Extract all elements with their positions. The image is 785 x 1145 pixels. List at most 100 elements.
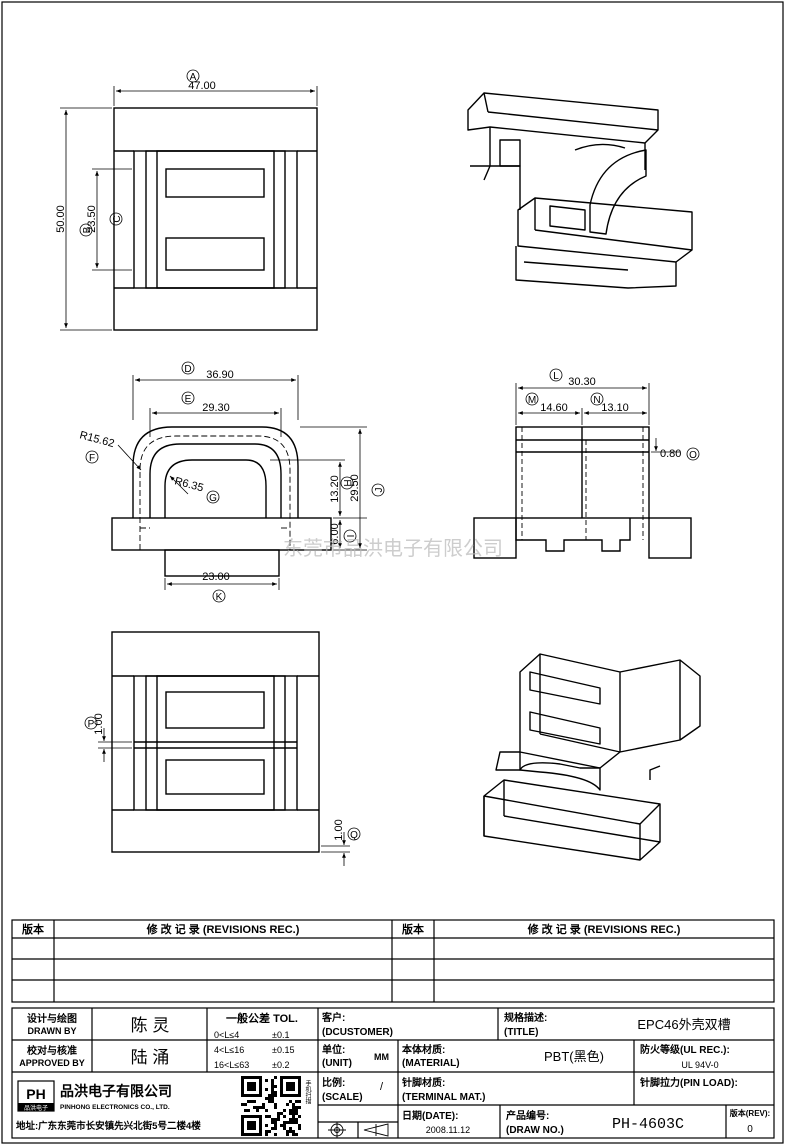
date-value: 2008.11.12 <box>426 1125 470 1135</box>
fire-rating-value: UL 94V-0 <box>681 1060 718 1070</box>
rev-ver-header-right: 版本 <box>402 922 424 936</box>
scale-value: / <box>380 1081 384 1093</box>
approved-label-en: APPROVED BY <box>19 1058 85 1068</box>
dim-c: 23.50 <box>86 205 98 233</box>
qr-caption: 手机扫描 <box>304 1079 311 1105</box>
dim-f: R15.62 <box>78 429 115 450</box>
front-view-dim-text: D 36.90 E 29.30 R15.62 F R6.35 G 13.20 H… <box>78 361 385 603</box>
bottom-view-dim-text: P 1.00 1.00 Q <box>84 713 361 841</box>
dim-tag-p: P <box>88 719 95 730</box>
product-title: EPC46外壳双槽 <box>637 1017 730 1032</box>
spec-label-en: (TITLE) <box>504 1027 538 1038</box>
customer-label-en: (DCUSTOMER) <box>322 1027 393 1038</box>
rev-rec-header-right: 修 改 记 录 (REVISIONS REC.) <box>527 922 681 936</box>
fire-rating-label: 防火等级(UL REC.): <box>640 1043 730 1056</box>
spec-label-cn: 规格描述: <box>504 1011 547 1024</box>
dim-tag-k: K <box>216 592 223 603</box>
side-view <box>473 426 692 559</box>
material-value: PBT(黑色) <box>544 1049 604 1064</box>
dim-i: 6.00 <box>329 523 341 544</box>
dim-tag-l: L <box>553 371 559 382</box>
company-logo-text: PH <box>26 1086 45 1102</box>
scale-label-cn: 比例: <box>322 1076 345 1089</box>
front-view-hidden <box>139 435 291 550</box>
qr-code-icon <box>241 1076 301 1136</box>
scale-label-en: (SCALE) <box>322 1092 363 1103</box>
tol-range-3: 16<L≤63 <box>214 1060 249 1070</box>
dim-o: 0.80 <box>660 448 681 460</box>
front-view-dims <box>117 375 367 590</box>
iso-view-bottom <box>483 653 701 861</box>
dim-tag-f: F <box>89 453 95 464</box>
dim-n: 13.10 <box>601 402 629 414</box>
company-logo-sub: 品洪电子 <box>24 1104 48 1112</box>
dim-e: 29.30 <box>202 402 230 414</box>
dim-q: 1.00 <box>333 819 345 840</box>
dim-l: 30.30 <box>568 376 596 388</box>
approved-by-name: 陆 涌 <box>131 1048 170 1067</box>
revision-label: 版本(REV): <box>729 1108 770 1118</box>
drawn-by-label-en: DRAWN BY <box>28 1026 77 1036</box>
dim-j: 29.50 <box>349 474 361 502</box>
tol-value-3: ±0.2 <box>272 1060 289 1070</box>
rev-ver-header-left: 版本 <box>22 922 44 936</box>
revisions-table-headers: 版本 修 改 记 录 (REVISIONS REC.) 版本 修 改 记 录 (… <box>22 922 681 936</box>
drawn-by-name: 陈 灵 <box>131 1016 170 1035</box>
dim-d: 36.90 <box>206 369 234 381</box>
dim-tag-a: A <box>190 72 197 83</box>
dim-tag-e: E <box>185 394 192 405</box>
dim-a: 47.00 <box>188 80 216 92</box>
side-view-dim-text: L 30.30 M 14.60 N 13.10 0.80 O <box>525 368 700 461</box>
bottom-view <box>111 631 320 853</box>
customer-label-cn: 客户: <box>321 1011 345 1024</box>
dim-tag-b: B <box>82 226 93 233</box>
top-view <box>113 107 318 331</box>
material-label-en: (MATERIAL) <box>402 1058 460 1069</box>
dim-p: 1.00 <box>93 713 105 734</box>
terminal-label-cn: 针脚材质: <box>402 1076 445 1089</box>
side-view-dims <box>515 383 680 453</box>
tolerance-title: 一般公差 TOL. <box>226 1011 298 1025</box>
tol-value-2: ±0.15 <box>272 1045 294 1055</box>
dim-tag-m: M <box>528 395 536 406</box>
front-view <box>111 426 332 577</box>
dim-h: 13.20 <box>329 475 341 503</box>
tol-range-2: 4<L≤16 <box>214 1045 244 1055</box>
title-block-text: 设计与绘图 DRAWN BY 陈 灵 校对与核准 APPROVED BY 陆 涌… <box>19 1011 770 1136</box>
company-address: 地址:广东东莞市长安镇先兴北街5号二楼4楼 <box>16 1120 201 1132</box>
dim-tag-c: C <box>112 215 123 222</box>
dim-tag-d: D <box>184 364 191 375</box>
dim-tag-o: O <box>689 450 697 461</box>
revisions-table <box>11 919 775 1003</box>
revision-value: 0 <box>747 1124 753 1135</box>
rev-rec-header-left: 修 改 记 录 (REVISIONS REC.) <box>146 922 300 936</box>
draw-no-value: PH-4603C <box>612 1116 684 1133</box>
approved-label-cn: 校对与核准 <box>27 1044 77 1057</box>
dim-tag-g: G <box>209 493 217 504</box>
top-view-dims <box>60 86 318 331</box>
draw-no-label-en: (DRAW NO.) <box>506 1125 564 1136</box>
company-name-cn: 品洪电子有限公司 <box>60 1083 172 1099</box>
dim-tag-q: Q <box>350 830 358 841</box>
tol-range-1: 0<L≤4 <box>214 1030 239 1040</box>
dim-m: 14.60 <box>540 402 568 414</box>
dim-tag-j: J <box>374 488 385 493</box>
projection-symbol-icon <box>328 1122 389 1138</box>
iso-view-top <box>467 92 693 289</box>
company-block: PH 品洪电子 品洪电子有限公司 PINHONG ELECTRONICS CO.… <box>16 1076 311 1136</box>
dim-tag-h: H <box>343 479 354 486</box>
date-label: 日期(DATE): <box>402 1109 458 1122</box>
dim-b: 50.00 <box>55 205 67 233</box>
tol-value-1: ±0.1 <box>272 1030 289 1040</box>
watermark: 东莞市品洪电子有限公司 <box>283 536 503 560</box>
company-name-en: PINHONG ELECTRONICS CO., LTD. <box>60 1104 170 1111</box>
dim-tag-i: I <box>346 535 357 538</box>
top-view-dim-text: A 47.00 50.00 B 23.50 C <box>55 69 216 237</box>
material-label-cn: 本体材质: <box>402 1043 445 1056</box>
draw-no-label-cn: 产品编号: <box>506 1109 549 1122</box>
unit-label-cn: 单位: <box>322 1043 345 1056</box>
dim-k: 23.00 <box>202 571 230 583</box>
bottom-view-dims <box>98 728 350 866</box>
